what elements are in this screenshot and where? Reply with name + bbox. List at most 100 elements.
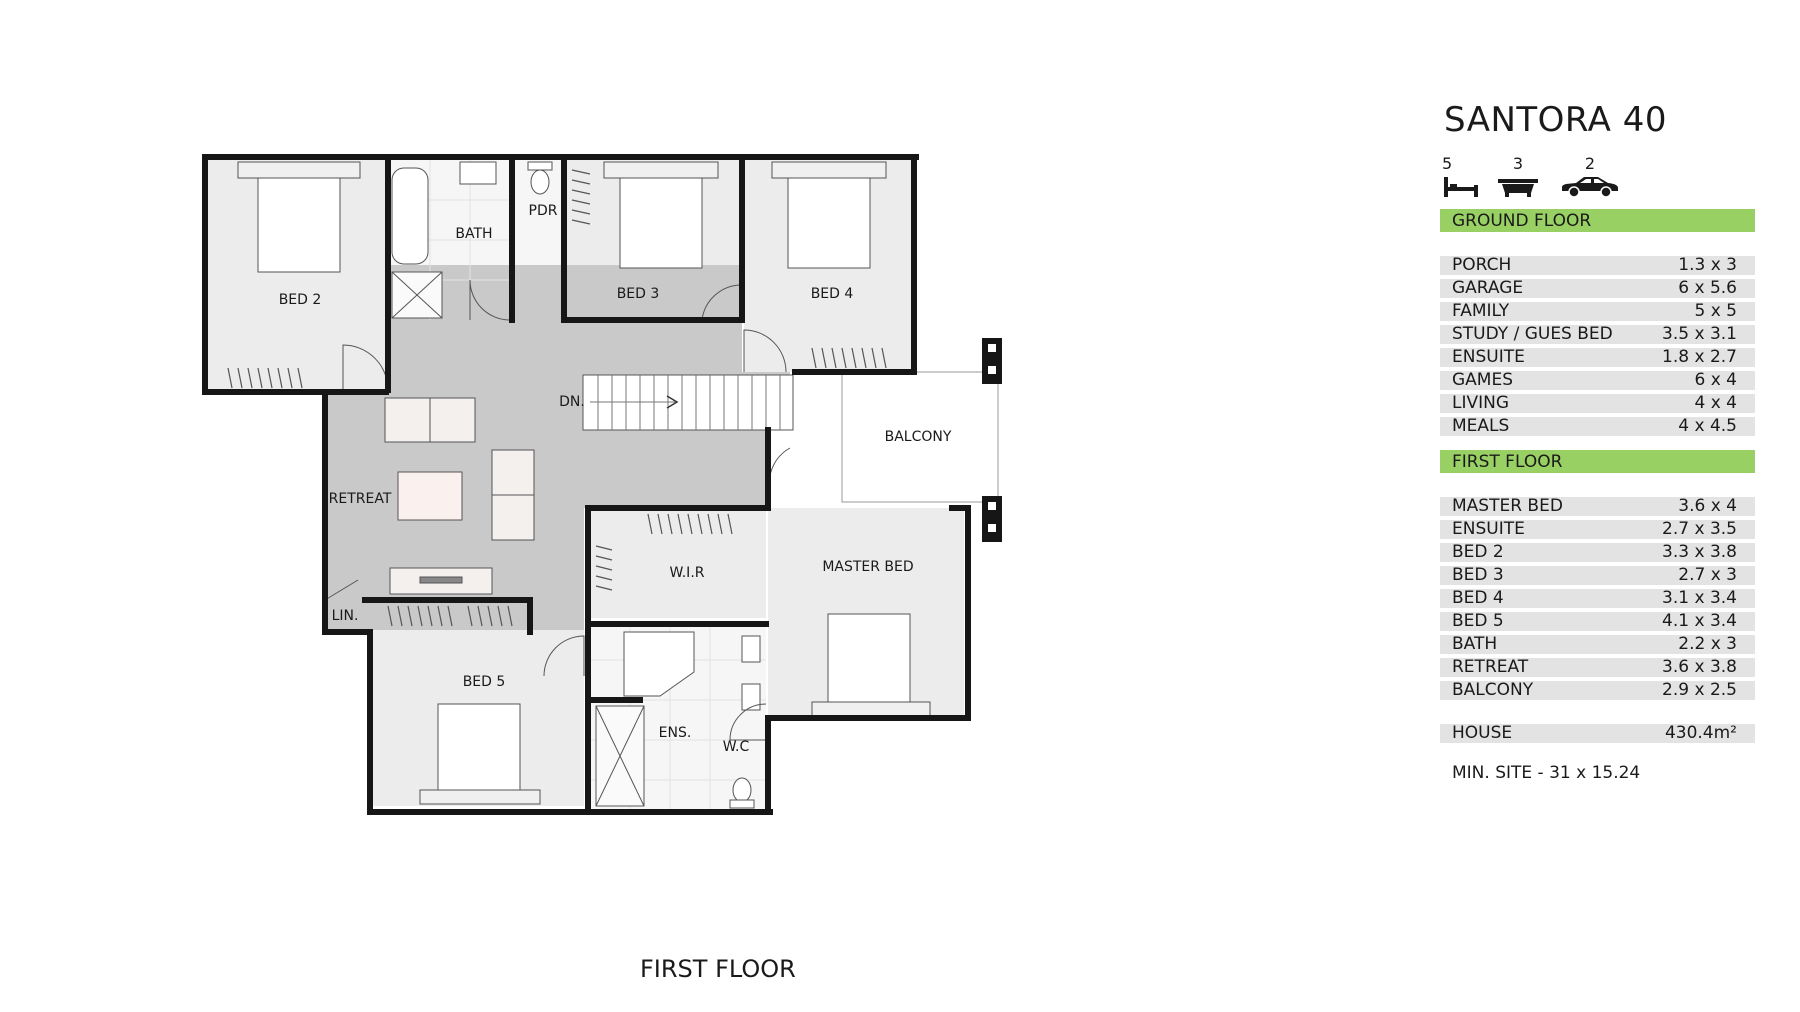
bath-icon — [1498, 179, 1538, 197]
room-size: 3.1 x 3.4 — [1662, 588, 1737, 608]
ground-floor-heading: GROUND FLOOR — [1440, 209, 1755, 232]
house-label: HOUSE — [1452, 723, 1513, 743]
ground-floor-table: PORCH 1.3 x 3 GARAGE 6 x 5.6 FAMILY 5 x 5 S… — [1440, 256, 1755, 436]
table-row: BED 2 3.3 x 3.8 — [1440, 543, 1755, 562]
room-name: STUDY / GUES BED — [1452, 324, 1613, 344]
table-row: STUDY / GUES BED 3.5 x 3.1 — [1440, 325, 1755, 344]
garage-feature: 2 — [1554, 154, 1626, 199]
wir-floor — [590, 510, 766, 618]
room-label-lin: LIN. — [332, 608, 359, 624]
bedrooms-feature: 5 — [1442, 154, 1482, 199]
design-title: SANTORA 40 — [1444, 100, 1668, 140]
hall-floor — [325, 265, 790, 632]
room-label-bed4: BED 4 — [811, 286, 854, 302]
room-size: 6 x 4 — [1694, 370, 1738, 390]
floor-plan: BED 2 BATH PDR BED 3 BED 4 DN. BALCONY R… — [202, 154, 1002, 815]
stair-arrow-icon — [666, 395, 679, 409]
walls — [202, 154, 971, 815]
balcony-floor — [841, 371, 999, 503]
bed5-bed — [437, 703, 521, 801]
room-size: 3.5 x 3.1 — [1662, 324, 1737, 344]
table-row: BED 4 3.1 x 3.4 — [1440, 589, 1755, 608]
room-size: 2.9 x 2.5 — [1662, 680, 1737, 700]
room-name: GARAGE — [1452, 278, 1524, 298]
bed2-bed — [257, 171, 341, 273]
wardrobes — [227, 169, 887, 627]
room-label-ens: ENS. — [659, 725, 692, 741]
bedrooms-count: 5 — [1442, 154, 1453, 173]
room-label-balcony: BALCONY — [885, 429, 952, 445]
vanity-basin-1 — [741, 635, 761, 663]
garage-count: 2 — [1584, 154, 1596, 173]
room-name: MEALS — [1452, 416, 1510, 436]
room-name: RETREAT — [1452, 657, 1529, 677]
room-name: BED 4 — [1452, 588, 1504, 608]
bed-icon — [1444, 177, 1478, 197]
room-name: FAMILY — [1452, 301, 1510, 321]
room-size: 4.1 x 3.4 — [1662, 611, 1737, 631]
corner-bath — [623, 631, 695, 697]
room-label-bed2: BED 2 — [279, 292, 322, 308]
table-row: RETREAT 3.6 x 3.8 — [1440, 658, 1755, 677]
table-row: BATH 2.2 x 3 — [1440, 635, 1755, 654]
room-label-bed5: BED 5 — [463, 674, 506, 690]
car-icon — [1562, 177, 1618, 198]
room-label-pdr: PDR — [529, 203, 558, 219]
room-labels: BED 2 BATH PDR BED 3 BED 4 DN. BALCONY R… — [279, 203, 952, 755]
room-size: 6 x 5.6 — [1678, 278, 1737, 298]
pdr-toilet — [530, 169, 550, 195]
floor-caption: FIRST FLOOR — [640, 955, 796, 983]
spec-panel: SANTORA 40 5 3 2 — [1440, 100, 1755, 783]
house-area: 430.4m² — [1664, 723, 1737, 743]
table-row: LIVING 4 x 4 — [1440, 394, 1755, 413]
room-name: MASTER BED — [1452, 496, 1563, 516]
table-row: GARAGE 6 x 5.6 — [1440, 279, 1755, 298]
room-name: ENSUITE — [1452, 347, 1525, 367]
bath-basin — [459, 161, 497, 185]
bed4-bed — [787, 171, 871, 269]
room-label-wir: W.I.R — [670, 565, 705, 581]
room-label-master: MASTER BED — [822, 559, 913, 575]
table-row: GAMES 6 x 4 — [1440, 371, 1755, 390]
room-name: LIVING — [1452, 393, 1510, 413]
room-size: 1.3 x 3 — [1678, 255, 1737, 275]
table-row: FAMILY 5 x 5 — [1440, 302, 1755, 321]
room-label-wc: W.C — [723, 739, 750, 755]
room-size: 4 x 4.5 — [1678, 416, 1737, 436]
ens-toilet — [732, 777, 752, 803]
bathrooms-count: 3 — [1512, 154, 1524, 173]
table-row: PORCH 1.3 x 3 — [1440, 256, 1755, 275]
room-name: PORCH — [1452, 255, 1512, 275]
table-row: ENSUITE 1.8 x 2.7 — [1440, 348, 1755, 367]
first-floor-table: MASTER BED 3.6 x 4 ENSUITE 2.7 x 3.5 BED 2… — [1440, 497, 1755, 743]
room-size: 5 x 5 — [1694, 301, 1738, 321]
room-name: ENSUITE — [1452, 519, 1525, 539]
room-size: 2.7 x 3 — [1678, 565, 1737, 585]
room-size: 3.6 x 3.8 — [1662, 657, 1737, 677]
bed3-bed — [619, 171, 703, 269]
feature-icons: 5 3 2 — [1442, 154, 1755, 199]
room-size: 2.7 x 3.5 — [1662, 519, 1737, 539]
room-name: GAMES — [1452, 370, 1514, 390]
bathtub — [391, 167, 429, 265]
furniture — [237, 161, 931, 809]
room-size: 3.6 x 4 — [1678, 496, 1737, 516]
room-size: 2.2 x 3 — [1678, 634, 1737, 654]
room-name: BED 2 — [1452, 542, 1504, 562]
room-name: BATH — [1452, 634, 1498, 654]
room-size: 1.8 x 2.7 — [1662, 347, 1737, 367]
bathrooms-feature: 3 — [1482, 154, 1554, 199]
min-site: MIN. SITE - 31 x 15.24 — [1452, 763, 1641, 783]
room-size: 4 x 4 — [1694, 393, 1738, 413]
room-name: BED 5 — [1452, 611, 1504, 631]
table-row: BED 3 2.7 x 3 — [1440, 566, 1755, 585]
coffee-table — [397, 471, 463, 521]
master-bed-bed — [827, 613, 911, 719]
room-size: 3.3 x 3.8 — [1662, 542, 1737, 562]
room-name: BED 3 — [1452, 565, 1504, 585]
room-label-bed3: BED 3 — [617, 286, 660, 302]
room-label-retreat: RETREAT — [329, 491, 392, 507]
house-total-row: HOUSE 430.4m² — [1440, 724, 1755, 743]
first-floor-heading: FIRST FLOOR — [1440, 450, 1755, 473]
